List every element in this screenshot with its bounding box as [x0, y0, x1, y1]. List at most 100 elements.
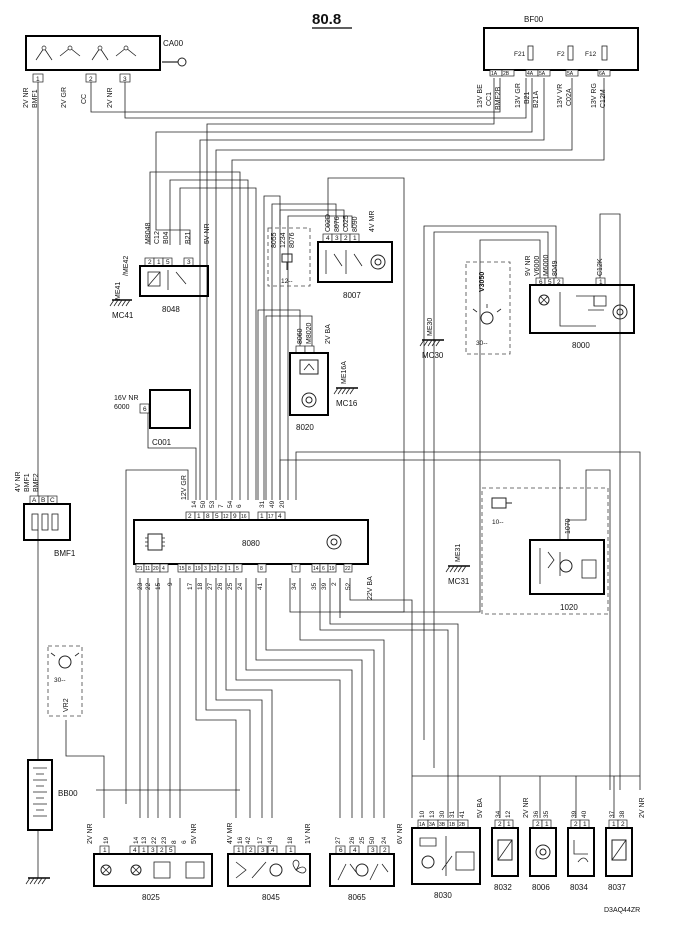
- svg-text:1: 1: [197, 513, 201, 520]
- svg-text:20: 20: [153, 566, 159, 572]
- fuse-f2: F2: [557, 51, 565, 58]
- svg-text:1A: 1A: [491, 71, 498, 77]
- svg-text:22: 22: [345, 566, 351, 572]
- svg-text:5: 5: [236, 566, 239, 572]
- svg-text:3: 3: [261, 847, 265, 854]
- component-1020: 10-- 1070 1020: [481, 487, 609, 615]
- svg-text:B21: B21: [524, 91, 531, 104]
- svg-text:2: 2: [188, 513, 192, 520]
- svg-text:8: 8: [171, 840, 178, 844]
- svg-text:34: 34: [495, 810, 502, 818]
- svg-text:1: 1: [353, 235, 357, 242]
- svg-text:8030: 8030: [434, 891, 452, 900]
- sensor-icon: [611, 839, 627, 861]
- svg-text:6V NR: 6V NR: [397, 823, 404, 844]
- svg-text:CC1: CC1: [486, 92, 493, 106]
- svg-text:3: 3: [204, 566, 207, 572]
- svg-text:6: 6: [143, 406, 147, 413]
- svg-text:24: 24: [237, 582, 244, 590]
- svg-text:B04: B04: [163, 231, 170, 244]
- component-8006: 36 35 2 1 8006: [529, 810, 557, 892]
- svg-text:2: 2: [621, 821, 625, 828]
- connector-8080-bottom: 21 11 20 4 15 8 19 3 12 2 1 5 8 7 14 6 1…: [135, 563, 353, 573]
- svg-text:2B: 2B: [503, 71, 510, 77]
- memory-chip-icon: [145, 533, 165, 551]
- component-bb00: BB00: [27, 759, 78, 831]
- svg-text:12: 12: [211, 566, 217, 572]
- svg-text:9V NR: 9V NR: [525, 255, 532, 276]
- svg-text:8049: 8049: [552, 260, 559, 276]
- sensor-icon: [573, 840, 589, 863]
- fan-icon: [292, 859, 307, 874]
- svg-text:5A: 5A: [539, 71, 546, 77]
- component-v3050: V3050 30--: [465, 261, 511, 355]
- svg-text:5V BA: 5V BA: [477, 798, 484, 818]
- svg-text:22: 22: [151, 836, 158, 844]
- svg-text:2: 2: [557, 279, 561, 286]
- component-8025: 2V NR 19 14 13 22 23 8 6 5V NR 1 4 1 3 2…: [87, 823, 213, 902]
- svg-text:2: 2: [220, 566, 223, 572]
- component-8020: 8060 M8020 2V BA 8020: [289, 322, 332, 432]
- svg-text:8020: 8020: [296, 423, 314, 432]
- svg-text:MC31: MC31: [448, 577, 470, 586]
- svg-text:6000: 6000: [114, 404, 130, 411]
- motor-icon: [355, 863, 369, 877]
- diagram-title: 80.8: [312, 11, 341, 28]
- ecu-chip-icon: [301, 392, 317, 408]
- svg-text:13: 13: [429, 810, 436, 818]
- svg-text:3: 3: [187, 259, 191, 266]
- svg-text:26: 26: [349, 836, 356, 844]
- svg-text:C025: C025: [343, 215, 350, 232]
- svg-text:MC16: MC16: [336, 399, 358, 408]
- svg-text:1234: 1234: [280, 232, 287, 248]
- svg-text:8090: 8090: [352, 216, 359, 232]
- svg-text:4: 4: [133, 847, 137, 854]
- svg-text:41: 41: [257, 582, 264, 590]
- svg-text:6: 6: [539, 279, 543, 286]
- svg-text:1: 1: [507, 821, 511, 828]
- svg-text:C001: C001: [152, 438, 172, 447]
- ecu-chip-icon: [370, 254, 386, 270]
- svg-text:13V BE: 13V BE: [477, 84, 484, 108]
- lamp-icon: [472, 304, 502, 325]
- svg-text:8080: 8080: [242, 539, 260, 548]
- svg-text:14: 14: [191, 500, 198, 508]
- svg-text:2V NR: 2V NR: [639, 797, 646, 818]
- svg-text:8060: 8060: [297, 328, 304, 344]
- svg-text:27: 27: [335, 836, 342, 844]
- svg-text:M6000: M6000: [543, 254, 550, 276]
- svg-text:25: 25: [359, 836, 366, 844]
- svg-text:12: 12: [223, 514, 229, 520]
- svg-text:VR2: VR2: [63, 698, 70, 712]
- svg-text:2V NR: 2V NR: [107, 87, 114, 108]
- svg-text:16: 16: [241, 514, 247, 520]
- svg-text:1: 1: [289, 847, 293, 854]
- lamp-icon: [100, 864, 112, 876]
- svg-text:BMF1: BMF1: [32, 89, 39, 108]
- svg-text:39: 39: [321, 582, 328, 590]
- svg-text:8: 8: [260, 566, 263, 572]
- svg-text:19: 19: [103, 836, 110, 844]
- svg-text:3: 3: [335, 235, 339, 242]
- component-8045: 4V MR 16 42 17 43 18 1V NR 1 2 3 4 1 804…: [227, 823, 312, 902]
- svg-text:4: 4: [278, 513, 282, 520]
- svg-text:9: 9: [233, 513, 237, 520]
- svg-text:CC: CC: [81, 94, 88, 104]
- sensor-icon: [281, 253, 293, 270]
- svg-text:8045: 8045: [262, 893, 280, 902]
- svg-text:36: 36: [533, 810, 540, 818]
- svg-text:2: 2: [383, 847, 387, 854]
- svg-text:12V GR: 12V GR: [181, 475, 188, 500]
- component-8030: 10 13 30 31 41 5V BA 1A 3A 3B 1B 2B 8030: [411, 798, 484, 900]
- wire-harness: [37, 78, 641, 878]
- svg-text:1: 1: [157, 259, 161, 266]
- svg-text:ME30: ME30: [427, 318, 434, 336]
- motor-icon: [269, 863, 283, 877]
- svg-text:5A: 5A: [567, 71, 574, 77]
- svg-text:1020: 1020: [560, 603, 578, 612]
- svg-text:1: 1: [103, 847, 107, 854]
- svg-text:1: 1: [36, 76, 40, 83]
- svg-text:27: 27: [207, 582, 214, 590]
- svg-text:ME31: ME31: [455, 544, 462, 562]
